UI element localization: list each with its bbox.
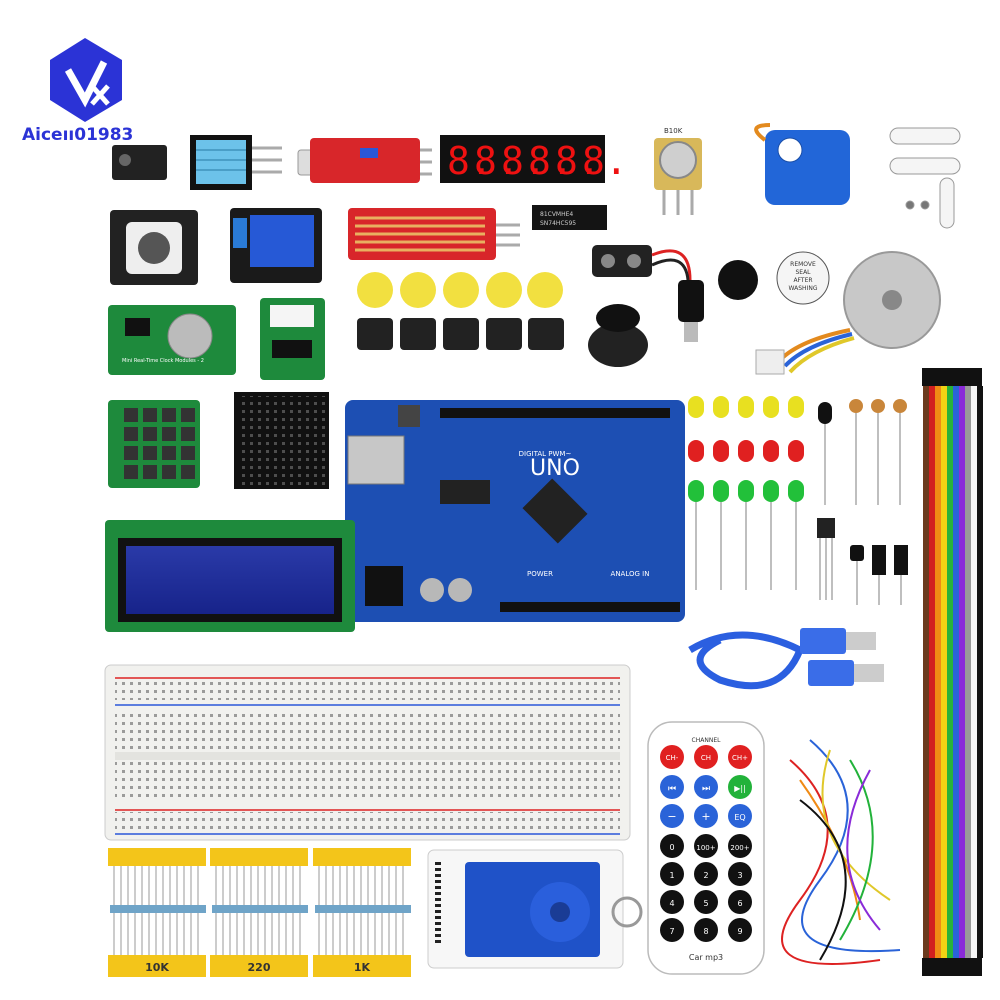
lcd-1602-display bbox=[105, 520, 355, 632]
rfid-reader-module bbox=[427, 849, 643, 969]
resistor-label: 1K bbox=[354, 961, 371, 974]
segment-digit: 8. bbox=[528, 139, 574, 183]
resistor-label: 10K bbox=[145, 961, 169, 974]
remote-button-4[interactable]: 4 bbox=[669, 899, 674, 908]
logo-hexagon-icon bbox=[50, 38, 122, 122]
resistor-packs: 10K 220 1K bbox=[108, 848, 411, 977]
segment-digit: 8. bbox=[555, 139, 601, 183]
remote-channel-label: CHANNEL bbox=[692, 737, 722, 744]
rotary-encoder-module bbox=[110, 210, 198, 285]
rtc-label: Mini Real-Time Clock Modules - 2 bbox=[122, 358, 204, 364]
led-array bbox=[688, 396, 832, 590]
remote-button-100plus[interactable]: 100+ bbox=[696, 844, 715, 852]
remote-button-next[interactable]: ⏭ bbox=[702, 784, 710, 794]
brand-name: Aiceıı01983 bbox=[22, 125, 133, 145]
segment-digit: 8. bbox=[501, 139, 547, 183]
shift-register-chip: 81CVMHE4 SN74HC595 bbox=[532, 205, 607, 230]
remote-button-5[interactable]: 5 bbox=[703, 899, 708, 908]
buzzer-sticker-line: AFTER bbox=[793, 277, 812, 284]
keypad-module bbox=[108, 400, 200, 488]
servo-horns bbox=[889, 127, 961, 229]
remote-button-3[interactable]: 3 bbox=[737, 871, 742, 880]
remote-button-9[interactable]: 9 bbox=[737, 927, 742, 936]
breadboard bbox=[104, 664, 631, 841]
segment-digit: 8. bbox=[582, 139, 628, 183]
rtc-clock-module: Mini Real-Time Clock Modules - 2 bbox=[108, 305, 236, 375]
brand-logo: Aiceıı01983 bbox=[22, 38, 133, 145]
remote-button-plus[interactable]: + bbox=[701, 810, 710, 823]
resistor-label: 220 bbox=[248, 961, 271, 974]
pot-label: B10K bbox=[664, 127, 683, 135]
relay-module bbox=[230, 208, 322, 283]
remote-button-1[interactable]: 1 bbox=[669, 871, 674, 880]
photoresistors bbox=[849, 399, 907, 505]
segment-digit: 8. bbox=[474, 139, 520, 183]
buzzer-sticker-line: SEAL bbox=[795, 269, 811, 276]
chip-line1: 81CVMHE4 bbox=[540, 211, 573, 218]
remote-button-play[interactable]: ▶︎|| bbox=[734, 784, 746, 793]
stepper-driver-board bbox=[260, 298, 325, 380]
stepper-motor bbox=[755, 251, 941, 375]
remote-button-200plus[interactable]: 200+ bbox=[730, 844, 749, 852]
remote-button-2[interactable]: 2 bbox=[703, 871, 708, 880]
remote-button-eq[interactable]: EQ bbox=[734, 813, 745, 822]
remote-button-ch[interactable]: CH bbox=[701, 754, 711, 762]
buzzer-modules: REMOVE SEAL AFTER WASHING bbox=[718, 251, 830, 305]
potentiometer: B10K bbox=[654, 127, 702, 215]
remote-button-minus[interactable]: − bbox=[667, 810, 676, 823]
uno-label: UNO bbox=[530, 456, 580, 481]
jumper-wire-bundle bbox=[781, 739, 901, 965]
buzzer-sticker-line: WASHING bbox=[789, 285, 818, 292]
push-buttons bbox=[357, 272, 564, 350]
analog-label: ANALOG IN bbox=[611, 570, 650, 578]
usb-cable bbox=[688, 628, 884, 690]
ir-receiver-and-sensors bbox=[817, 518, 908, 605]
dupont-jumper-wires bbox=[922, 368, 983, 976]
remote-brand: Car mp3 bbox=[689, 953, 723, 962]
led-dot-matrix bbox=[234, 392, 329, 489]
servo-motor bbox=[754, 123, 850, 205]
power-label: POWER bbox=[527, 570, 553, 578]
remote-button-0[interactable]: 0 bbox=[669, 843, 674, 852]
remote-button-ch-minus[interactable]: CH- bbox=[666, 754, 679, 762]
battery-snap-connector bbox=[592, 245, 704, 342]
sound-sensor-module bbox=[297, 138, 432, 183]
buzzer-sticker-line: REMOVE bbox=[790, 261, 816, 268]
digital-label: DIGITAL PWM~ bbox=[519, 450, 572, 458]
remote-button-6[interactable]: 6 bbox=[737, 899, 742, 908]
sensor-module-small bbox=[112, 145, 167, 180]
remote-button-8[interactable]: 8 bbox=[703, 927, 708, 936]
remote-button-ch-plus[interactable]: CH+ bbox=[732, 754, 748, 762]
chip-line2: SN74HC595 bbox=[540, 220, 576, 227]
uno-board: UNO DIGITAL PWM~ POWER ANALOG IN bbox=[345, 400, 685, 622]
remote-button-7[interactable]: 7 bbox=[669, 927, 674, 936]
joystick-cap bbox=[588, 304, 648, 367]
ir-remote: CHANNEL CH- CH CH+ ⏮ ⏭ ▶︎|| − + EQ 0 100… bbox=[647, 721, 765, 975]
dht11-sensor bbox=[190, 135, 282, 190]
seven-segment-display: 8. 8. 8. 8. 8. 8. bbox=[440, 135, 628, 183]
water-level-sensor bbox=[348, 208, 520, 260]
segment-digit: 8. bbox=[447, 139, 493, 183]
remote-button-prev[interactable]: ⏮ bbox=[668, 784, 676, 794]
